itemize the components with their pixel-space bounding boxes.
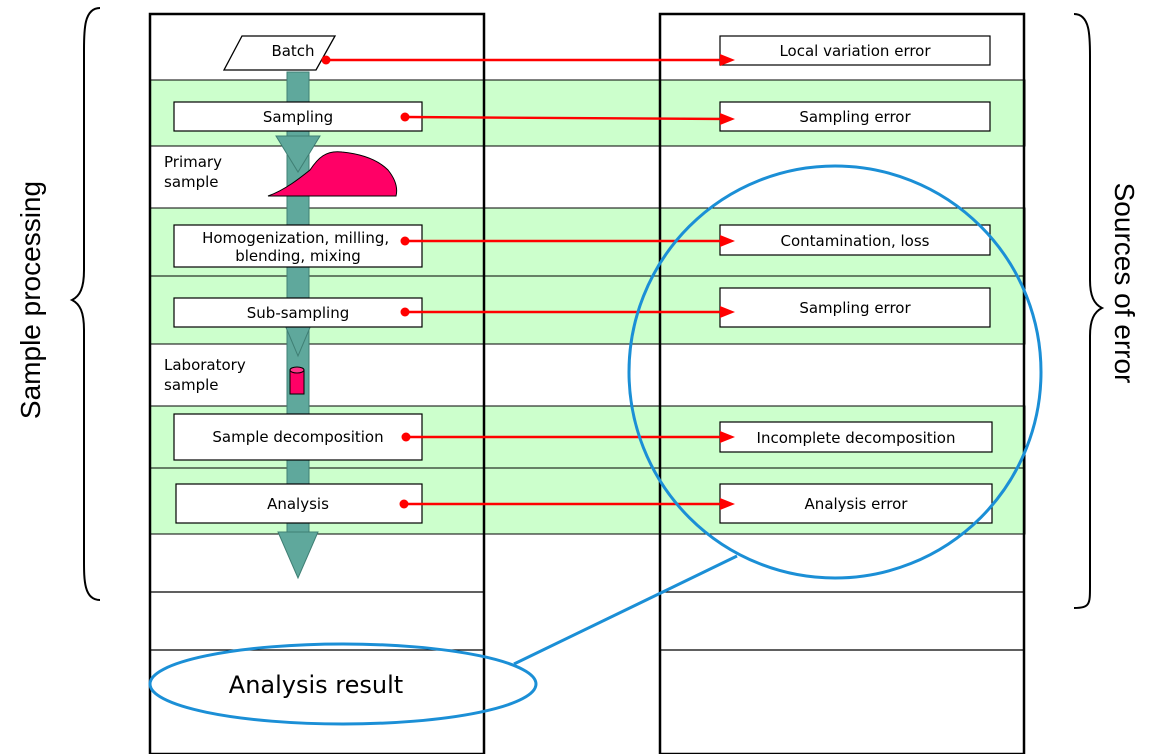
red-connectors — [321, 54, 735, 510]
local-variation-box — [719, 35, 991, 66]
contamination-box — [719, 224, 991, 256]
left-brace — [69, 7, 101, 601]
laboratory-sample-line-2: sample — [164, 376, 219, 394]
homogenization-label: Homogenization, milling, blending, mixin… — [202, 229, 394, 265]
primary-sample-pile-icon — [267, 151, 398, 197]
left-side-label: Sample processing — [15, 181, 46, 419]
contamination-label: Contamination, loss — [781, 232, 930, 250]
connector-analysis — [399, 498, 735, 510]
sub-sampling-error-box — [719, 287, 991, 328]
sampling-error-label: Sampling error — [799, 108, 911, 126]
primary-sample-line-2: sample — [164, 173, 219, 191]
laboratory-sample-vial-icon — [289, 366, 305, 395]
homogenization-line-2: blending, mixing — [235, 247, 361, 265]
sampling-error-box — [719, 101, 991, 132]
sub-sampling-error-label: Sampling error — [799, 299, 911, 317]
laboratory-sample-line-1: Laboratory — [164, 356, 246, 374]
connector-sampling — [400, 112, 735, 125]
local-variation-label: Local variation error — [779, 42, 931, 60]
blue-callout — [148, 164, 1043, 726]
table-grid — [148, 12, 1026, 754]
connector-sub-sampling — [400, 306, 735, 318]
highlight-circle — [627, 164, 1043, 580]
process-boxes: Sampling Homogenization, milling, blendi… — [173, 101, 423, 524]
sub-sampling-label: Sub-sampling — [247, 304, 349, 322]
homogenization-line-1: Homogenization, milling, — [202, 229, 389, 247]
connector-decomposition — [401, 431, 735, 443]
decomposition-label: Sample decomposition — [212, 428, 383, 446]
analysis-label: Analysis — [267, 495, 329, 513]
homogenization-box — [173, 224, 423, 268]
analysis-result-label: Analysis result — [229, 671, 403, 699]
decomposition-error-label: Incomplete decomposition — [757, 429, 956, 447]
analysis-box — [175, 483, 423, 524]
right-column — [658, 12, 1026, 754]
error-boxes: Local variation error Sampling error Con… — [719, 35, 993, 524]
right-side-label: Sources of error — [1109, 183, 1140, 384]
batch-label: Batch — [271, 42, 314, 60]
analysis-error-label: Analysis error — [805, 495, 909, 513]
callout-line — [513, 554, 738, 666]
primary-sample-label: Primary sample — [164, 153, 227, 191]
decomposition-box — [173, 413, 423, 461]
left-column — [148, 12, 486, 754]
sub-sampling-box — [173, 297, 423, 328]
primary-sample-line-1: Primary — [164, 153, 222, 171]
connector-batch — [321, 54, 735, 66]
sampling-box — [173, 101, 423, 132]
decomposition-error-box — [719, 421, 993, 453]
batch-shape — [222, 35, 337, 71]
sampling-label: Sampling — [263, 108, 333, 126]
result-ellipse — [148, 642, 538, 726]
right-brace — [1073, 13, 1105, 609]
laboratory-sample-label: Laboratory sample — [164, 356, 251, 394]
